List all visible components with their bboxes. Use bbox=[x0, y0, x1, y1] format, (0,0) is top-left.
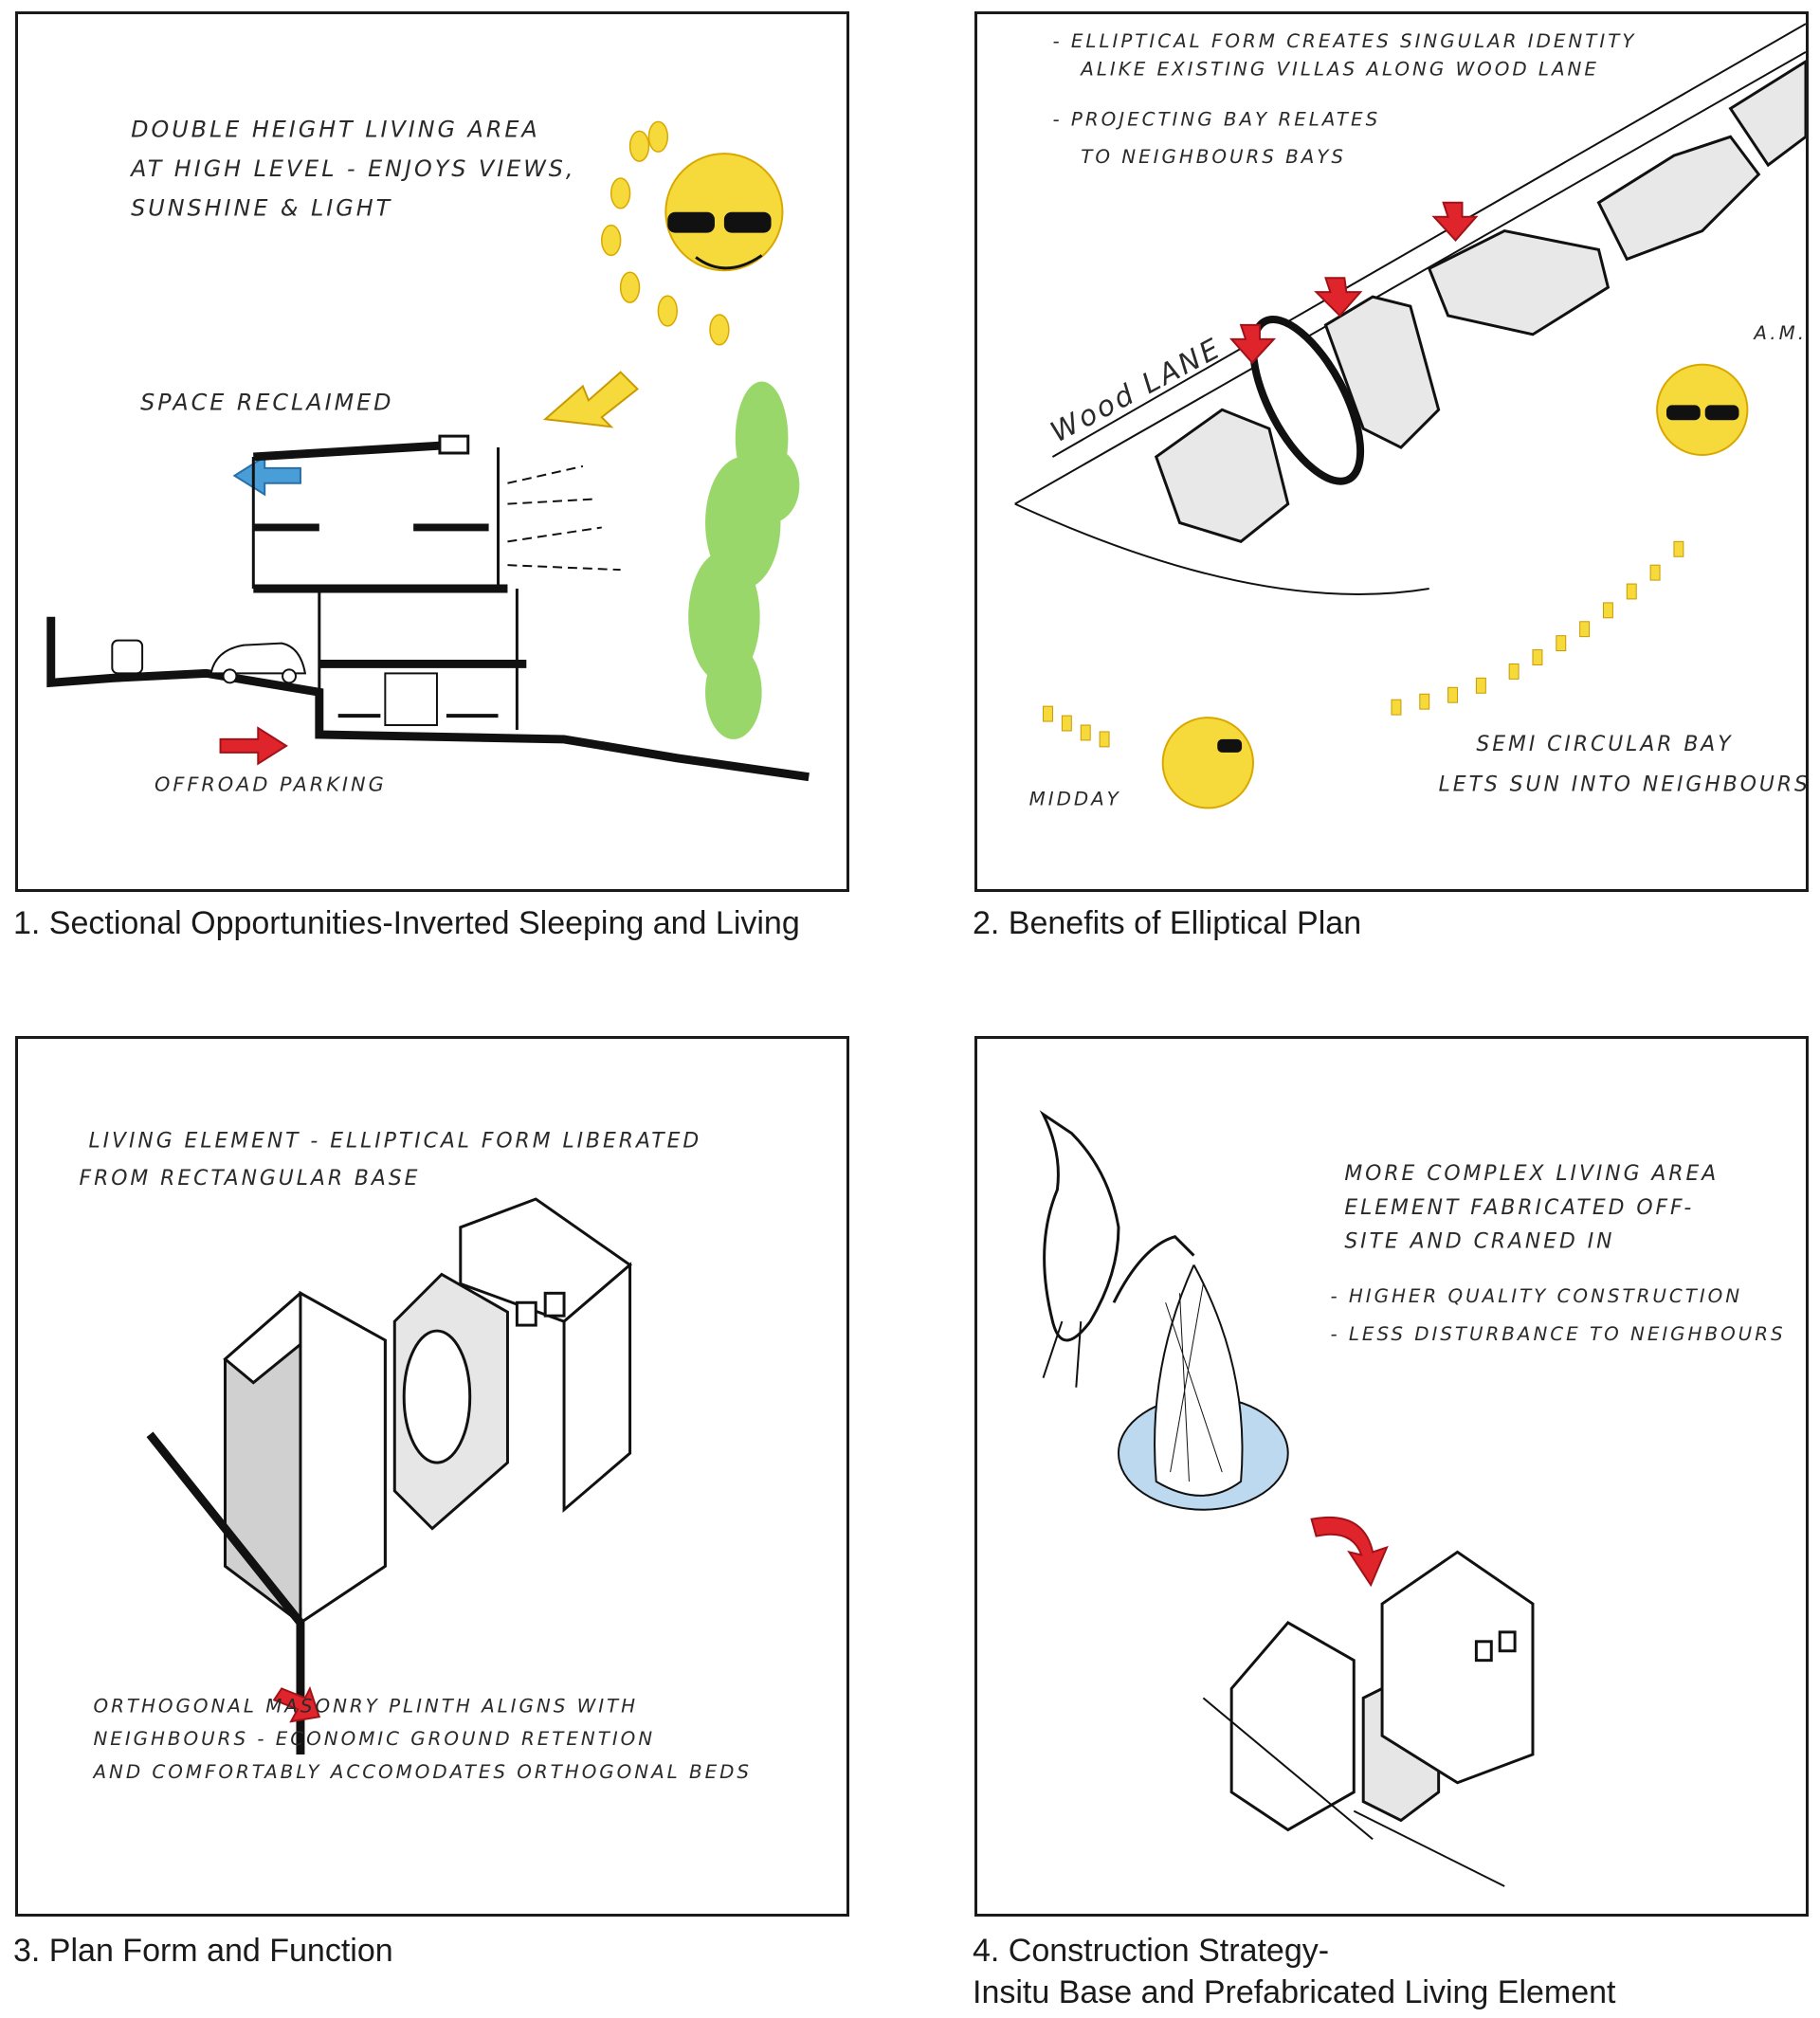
note-line: ELEMENT FABRICATED OFF- bbox=[1344, 1196, 1694, 1220]
red-arrow-icon bbox=[272, 1685, 321, 1723]
note-line: FROM RECTANGULAR BASE bbox=[80, 1167, 421, 1191]
note-bay-line: LETS SUN INTO NEIGHBOURS bbox=[1439, 773, 1806, 797]
sun-with-sunglasses-icon bbox=[1161, 717, 1254, 809]
note-line: - ELLIPTICAL FORM CREATES SINGULAR IDENT… bbox=[1052, 30, 1636, 52]
panel-elliptical-plan: - ELLIPTICAL FORM CREATES SINGULAR IDENT… bbox=[974, 11, 1809, 892]
neighbour-villas bbox=[1154, 60, 1806, 544]
note-line: SITE AND CRANED IN bbox=[1344, 1230, 1614, 1254]
axonometric-sketch: LIVING ELEMENT - ELLIPTICAL FORM LIBERAT… bbox=[80, 1129, 752, 1783]
note-line: - LESS DISTURBANCE TO NEIGHBOURS bbox=[1330, 1323, 1785, 1345]
sun-with-sunglasses-icon bbox=[1656, 363, 1749, 456]
prefabricated-pod-bundle bbox=[1117, 1264, 1289, 1511]
panel-sectional-opportunities: DOUBLE HEIGHT LIVING AREA AT HIGH LEVEL … bbox=[15, 11, 849, 892]
tree-icon bbox=[688, 381, 800, 739]
note-line: TO NEIGHBOURS BAYS bbox=[1081, 146, 1346, 168]
note-midday: MIDDAY bbox=[1029, 788, 1121, 809]
houses-axonometric bbox=[1202, 1550, 1535, 1887]
houses-axonometric bbox=[223, 1197, 632, 1626]
caption-line: Insitu Base and Prefabricated Living Ele… bbox=[973, 1974, 1616, 2010]
note-line: ALIKE EXISTING VILLAS ALONG WOOD LANE bbox=[1079, 59, 1599, 81]
note-line: NEIGHBOURS - ECONOMIC GROUND RETENTION bbox=[93, 1728, 655, 1750]
panel-plan-form: LIVING ELEMENT - ELLIPTICAL FORM LIBERAT… bbox=[15, 1036, 849, 1917]
note-space-reclaimed: SPACE RECLAIMED bbox=[140, 389, 393, 415]
note-line: ORTHOGONAL MASONRY PLINTH ALIGNS WITH bbox=[93, 1695, 638, 1717]
note-line: SUNSHINE & LIGHT bbox=[131, 195, 392, 222]
elliptical-living-element bbox=[1249, 316, 1365, 485]
panel-1-caption: 1. Sectional Opportunities-Inverted Slee… bbox=[13, 905, 800, 941]
red-arrow-icon bbox=[219, 726, 288, 766]
sunlight-arrow-icon bbox=[542, 371, 640, 428]
red-arrow-icon bbox=[1228, 201, 1479, 365]
note-am: A.M. bbox=[1752, 322, 1806, 344]
note-bay-line: SEMI CIRCULAR BAY bbox=[1476, 733, 1733, 756]
panel-2-caption: 2. Benefits of Elliptical Plan bbox=[973, 905, 1362, 941]
ground-line bbox=[46, 616, 810, 782]
building-section bbox=[251, 434, 621, 730]
panel-3-caption: 3. Plan Form and Function bbox=[13, 1933, 393, 1969]
note-line: - HIGHER QUALITY CONSTRUCTION bbox=[1330, 1285, 1742, 1307]
caption-line: 4. Construction Strategy- bbox=[973, 1933, 1330, 1969]
note-line: DOUBLE HEIGHT LIVING AREA bbox=[131, 116, 540, 142]
sun-path-dots bbox=[1043, 540, 1684, 748]
note-line: LIVING ELEMENT - ELLIPTICAL FORM LIBERAT… bbox=[88, 1129, 701, 1153]
plan-sketch: - ELLIPTICAL FORM CREATES SINGULAR IDENT… bbox=[1014, 23, 1806, 809]
panel-construction-strategy: MORE COMPLEX LIVING AREA ELEMENT FABRICA… bbox=[974, 1036, 1809, 1917]
note-line: MORE COMPLEX LIVING AREA bbox=[1344, 1162, 1719, 1186]
stork-icon bbox=[1039, 1110, 1195, 1388]
note-offroad-parking: OFFROAD PARKING bbox=[155, 773, 387, 796]
wood-lane-street bbox=[1014, 23, 1806, 595]
panel-4-caption: 4. Construction Strategy- Insitu Base an… bbox=[973, 1930, 1616, 2013]
sun-with-sunglasses-icon bbox=[601, 120, 784, 346]
blue-arrow-icon bbox=[232, 455, 301, 497]
section-sketch: DOUBLE HEIGHT LIVING AREA AT HIGH LEVEL … bbox=[46, 116, 810, 796]
note-line: AND COMFORTABLY ACCOMODATES ORTHOGONAL B… bbox=[91, 1761, 752, 1783]
construction-sketch: MORE COMPLEX LIVING AREA ELEMENT FABRICA… bbox=[1039, 1110, 1785, 1887]
red-arrow-icon bbox=[1310, 1516, 1389, 1588]
car-icon bbox=[111, 639, 307, 684]
note-line: AT HIGH LEVEL - ENJOYS VIEWS, bbox=[129, 155, 575, 182]
note-line: - PROJECTING BAY RELATES bbox=[1052, 108, 1380, 130]
